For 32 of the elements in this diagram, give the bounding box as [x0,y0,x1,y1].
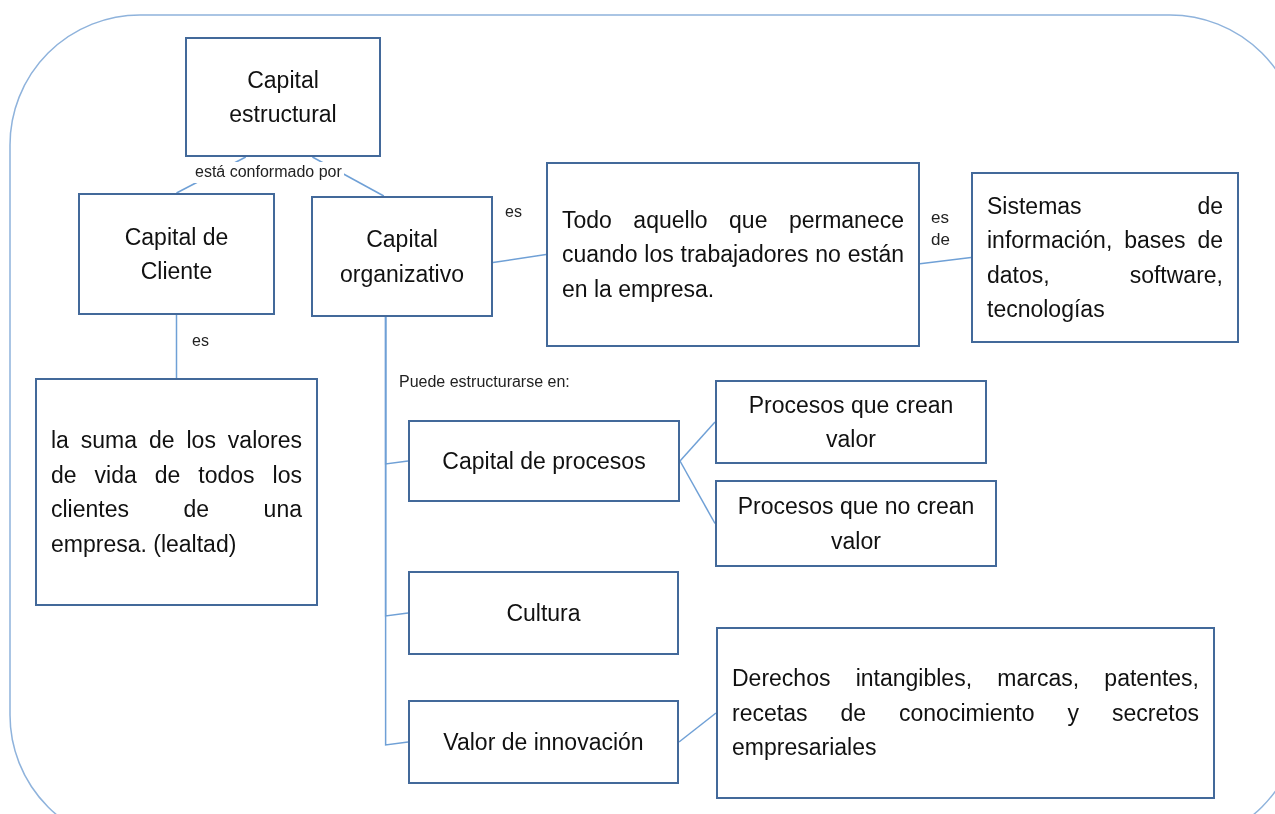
node-text: Todo aquello que permanece cuando los trabajadores no están en la empresa. [562,205,904,304]
node-text: Procesos que no crean valor [736,492,976,556]
connector-line [679,460,716,525]
node-text: Derechos intangibles, marcas, patentes, recetas de conocimiento y secretos empresariales [732,664,1199,763]
connector-line [384,316,409,746]
node-text: Procesos que crean valor [747,390,955,454]
concept-box [35,378,318,606]
concept-box [311,196,493,317]
node-text: Valor de innovación [443,727,644,757]
connector-line [175,314,178,379]
concept-box [408,571,679,655]
concept-box [971,172,1239,343]
connector-line [678,712,717,743]
concept-box [546,162,920,347]
connector-line [492,253,547,264]
concept-box [78,193,275,315]
edge-label: está conformado por [193,162,344,183]
node-text: Capital de procesos [442,446,646,476]
node-text: la suma de los valores de vida de todos los clientes de una empresa. (lealtad) [51,426,302,559]
concept-box [715,480,997,567]
concept-box [408,700,679,784]
node-text: Capital organizativo [339,225,465,289]
concept-box [715,380,987,464]
concept-box [408,420,680,502]
connector-line [679,421,716,462]
concept-box [716,627,1215,799]
node-text: Capital estructural [228,65,338,129]
node-text: Capital de Cliente [123,222,230,286]
node-text: Sistemas de información, bases de datos, software, tecnologías [987,191,1223,324]
concept-box [185,37,381,157]
node-text: Cultura [506,598,581,628]
connector-line [919,256,972,265]
